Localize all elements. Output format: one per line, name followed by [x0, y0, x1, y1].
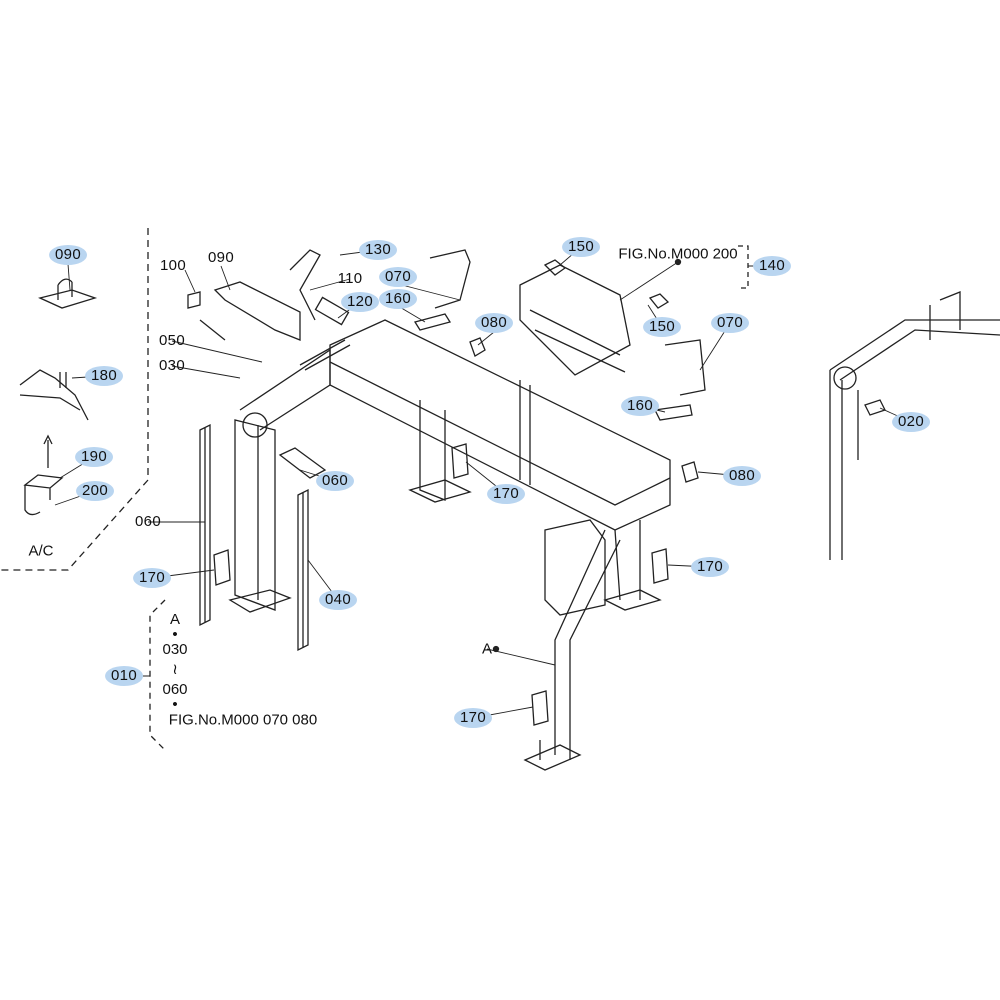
leader-lines [54, 246, 912, 719]
callout-060[interactable]: 060 [316, 471, 354, 491]
callout-090: 090 [208, 249, 234, 266]
rail-060 [199, 423, 211, 627]
callout-070[interactable]: 070 [379, 267, 417, 287]
group-ref-tilde: ≀ [172, 661, 178, 678]
group-ref-to: 060 [162, 681, 188, 698]
callout-170[interactable]: 170 [691, 557, 729, 577]
callout-110: 110 [337, 270, 363, 287]
callout-190[interactable]: 190 [75, 447, 113, 467]
callout-010[interactable]: 010 [105, 666, 143, 686]
group-ref-from: 030 [162, 641, 188, 658]
callout-100: 100 [160, 257, 186, 274]
callout-020[interactable]: 020 [892, 412, 930, 432]
fig-ref-top[interactable]: FIG.No.M000 200 [618, 245, 738, 263]
point-a-label: A [481, 640, 493, 658]
group-ref-fig[interactable]: FIG.No.M000 070 080 [168, 711, 318, 729]
callout-060: 060 [135, 513, 161, 530]
group-ref-a: A [169, 611, 180, 628]
callout-160[interactable]: 160 [379, 289, 417, 309]
callout-090[interactable]: 090 [49, 245, 87, 265]
callout-170[interactable]: 170 [487, 484, 525, 504]
callout-040[interactable]: 040 [319, 590, 357, 610]
group-ref-dot: • [172, 626, 178, 643]
ac-label: A/C [28, 542, 54, 560]
right-inset-drawing [829, 291, 1000, 560]
callout-130[interactable]: 130 [359, 240, 397, 260]
callout-080[interactable]: 080 [723, 466, 761, 486]
callout-050: 050 [159, 332, 185, 349]
rail-040 [297, 488, 309, 652]
group-reference: A • 030 ≀ 060 • [160, 610, 190, 713]
callout-160[interactable]: 160 [621, 396, 659, 416]
callout-150[interactable]: 150 [562, 237, 600, 257]
callout-150[interactable]: 150 [643, 317, 681, 337]
callout-120[interactable]: 120 [341, 292, 379, 312]
callout-180[interactable]: 180 [85, 366, 123, 386]
ac-section-border [0, 228, 149, 571]
main-frame-drawing [228, 319, 671, 771]
fig-bracket [738, 245, 749, 289]
callout-030: 030 [159, 357, 185, 374]
callout-170[interactable]: 170 [454, 708, 492, 728]
group-bracket [149, 599, 166, 751]
callout-080[interactable]: 080 [475, 313, 513, 333]
callout-070[interactable]: 070 [711, 313, 749, 333]
ac-bracket-drawing [19, 278, 98, 516]
group-ref-dot: • [172, 696, 178, 713]
callout-140[interactable]: 140 [753, 256, 791, 276]
callout-200[interactable]: 200 [76, 481, 114, 501]
callout-170[interactable]: 170 [133, 568, 171, 588]
small-parts-drawing [187, 249, 706, 726]
